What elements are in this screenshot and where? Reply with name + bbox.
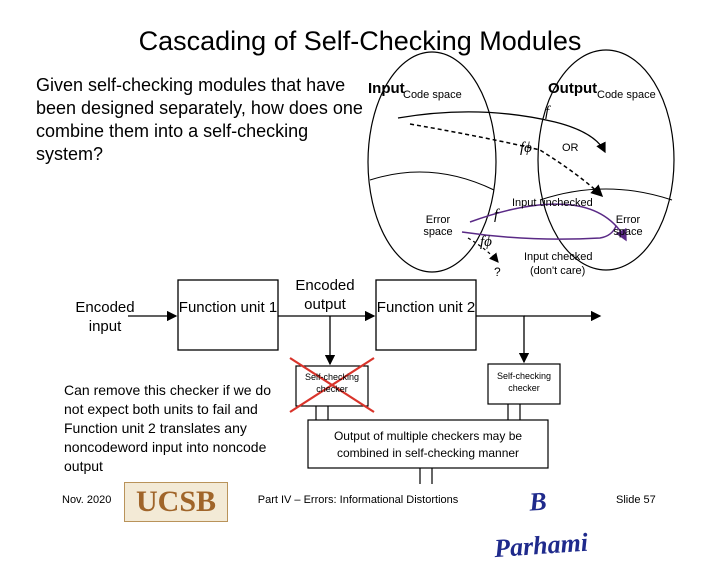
combine-note: Output of multiple checkers may be combi…: [333, 429, 523, 460]
function-unit-2-label: Function unit 2: [376, 299, 476, 316]
f-phi-mid-label: fϕ: [480, 234, 492, 250]
error-space-left-label: Error space: [423, 214, 453, 238]
encoded-output-label: Encoded output: [295, 277, 355, 313]
f-top-label: f: [545, 104, 550, 120]
input-checked-label: Input checked: [524, 251, 593, 263]
or-label: OR: [562, 142, 579, 154]
dont-care-label: (don't care): [530, 265, 586, 277]
mapping-f-arrow: [397, 111, 606, 154]
combine-box: [307, 419, 549, 469]
checker-2-box: [487, 363, 561, 405]
remove-cross-b: [289, 357, 375, 413]
mapping-fphi-arrow: [409, 123, 604, 198]
output-code-space-label: Code space: [597, 89, 656, 101]
input-code-space-label: Code space: [403, 89, 462, 101]
diagram-canvas: [128, 49, 675, 484]
ucsb-logo: UCSB: [124, 482, 228, 522]
question-label: ?: [494, 265, 501, 279]
input-space-oval: [367, 51, 497, 273]
checker-2-label: Self-checking checker: [496, 371, 552, 393]
remove-checker-note: Can remove this checker if we do not exp…: [64, 382, 271, 474]
input-checked-arrow: [461, 225, 617, 240]
input-unchecked-arrow: [469, 203, 627, 242]
function-unit-1-label: Function unit 1: [178, 299, 278, 316]
footer-center: Part IV – Errors: Informational Distorti…: [257, 494, 459, 506]
function-unit-2-box: [375, 279, 477, 351]
intro-text: Given self-checking modules that have be…: [36, 75, 363, 164]
checker-1-label: Self-checking checker: [304, 372, 360, 394]
fu2-to-right: [476, 315, 530, 364]
footer-date: Nov. 2020: [62, 494, 112, 506]
function-unit-1-box: [177, 279, 279, 351]
input-label: Input: [368, 80, 405, 97]
output-code-space-divider: [539, 188, 673, 201]
f-phi-top-label: fϕ: [520, 140, 532, 156]
output-space-oval: [537, 49, 675, 271]
input-code-space-divider: [369, 171, 495, 191]
encoded-input-label: Encoded input: [75, 299, 135, 335]
error-space-right-label: Error space: [613, 214, 643, 238]
slide-title: Cascading of Self-Checking Modules: [138, 26, 582, 56]
f-mid-label: f: [494, 207, 499, 223]
footer-slide-number: Slide 57: [616, 494, 656, 506]
input-unchecked-label: Input unchecked: [512, 197, 593, 209]
author-logo: B Parhami: [493, 486, 589, 564]
output-label: Output: [548, 80, 598, 97]
